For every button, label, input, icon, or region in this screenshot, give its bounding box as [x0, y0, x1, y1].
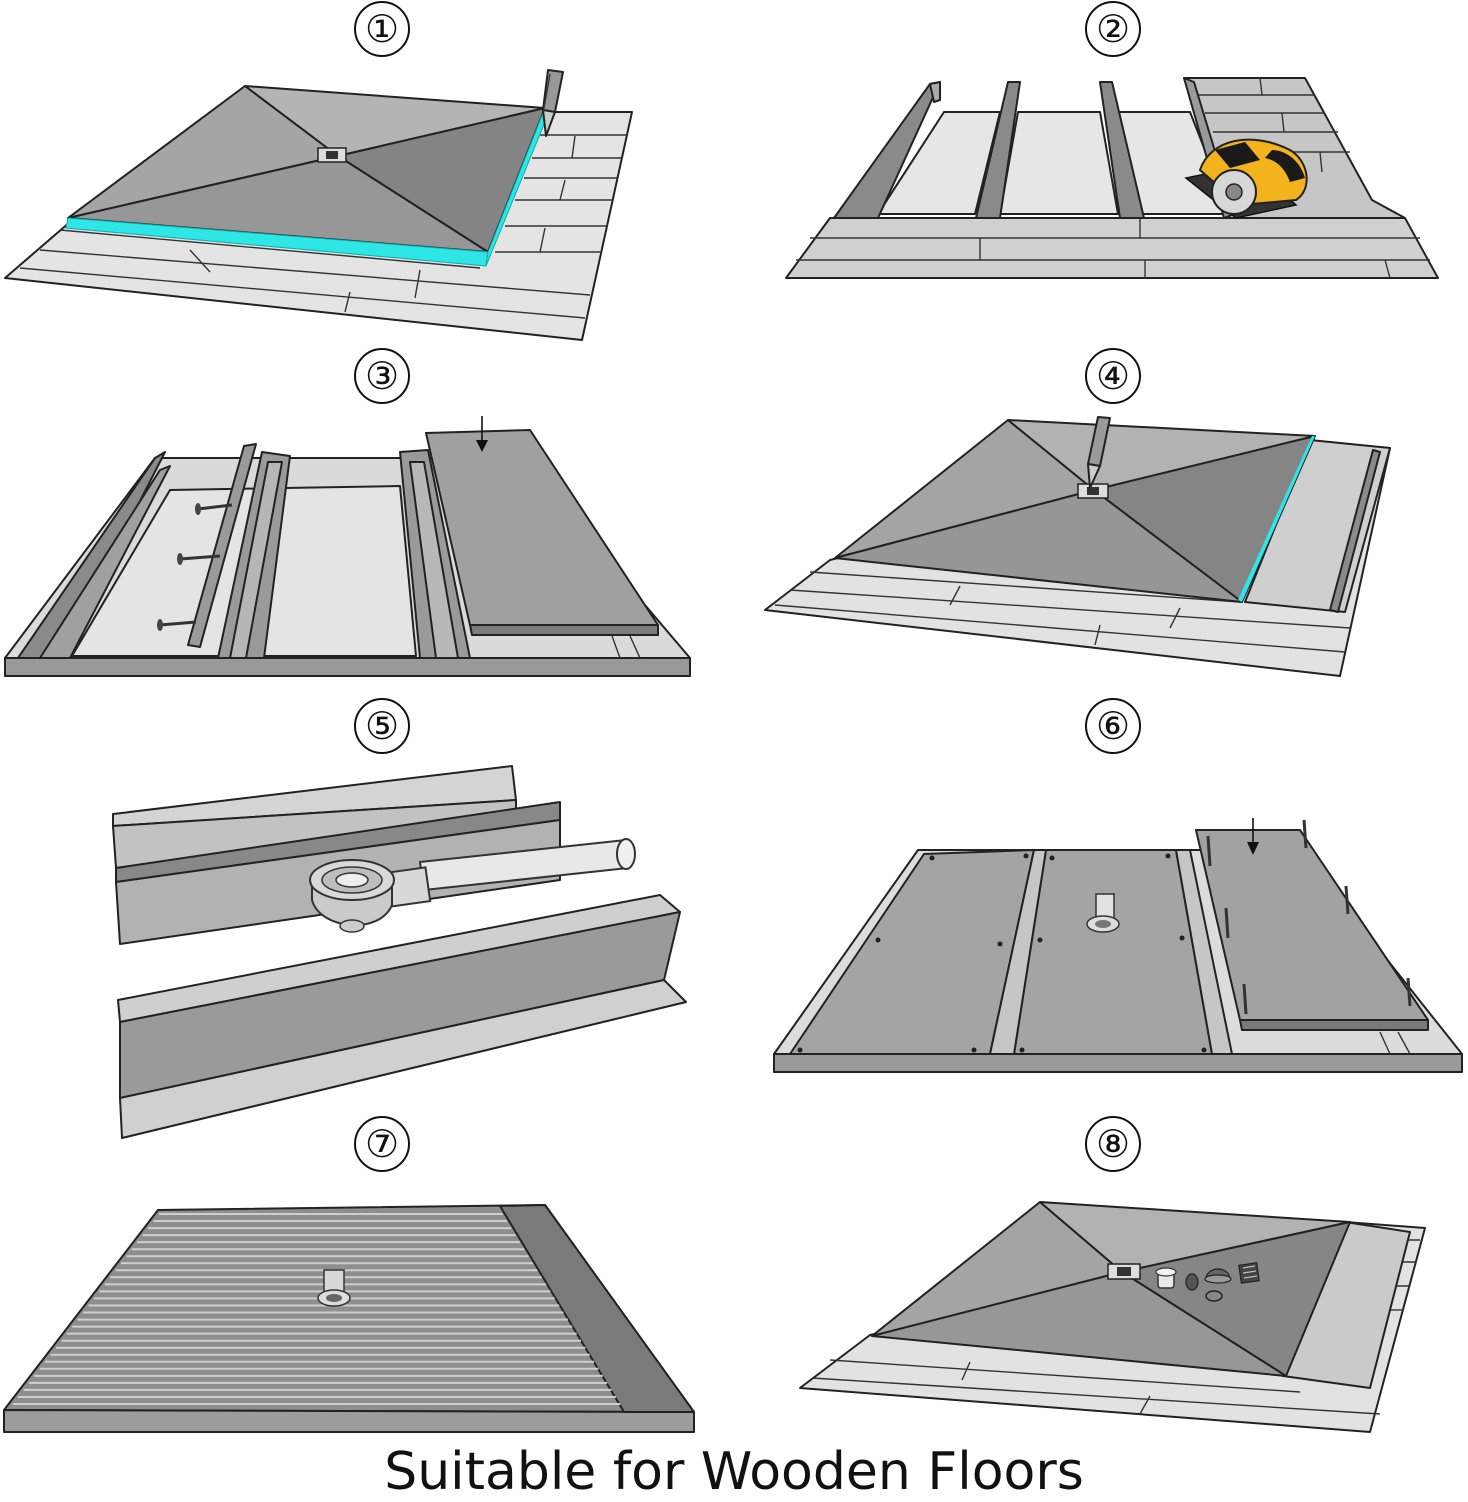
step-5-illustration — [112, 765, 687, 1139]
step-4-sealant — [1238, 436, 1315, 602]
step-7-slats — [12, 1213, 621, 1405]
step-number-4: ④ — [1085, 348, 1141, 404]
step-number-7: ⑦ — [354, 1116, 410, 1172]
step-5-drain-icon — [309, 838, 636, 933]
step-4-pencil-icon — [1087, 416, 1111, 489]
step-6-arrow-down-icon — [1247, 818, 1259, 855]
step-number-2: ② — [1085, 1, 1141, 57]
step-7-drain-icon — [317, 1269, 351, 1307]
illustrations — [3, 69, 1463, 1433]
caption: Suitable for Wooden Floors — [384, 1442, 1084, 1502]
step-number-8: ⑧ — [1085, 1116, 1141, 1172]
step-8-tray-front — [871, 1271, 1287, 1377]
step-4-tray-front — [834, 489, 1243, 603]
step-8-drain-parts — [1155, 1262, 1260, 1302]
step-1-pencil-icon — [542, 69, 564, 137]
step-3-base-edge — [4, 657, 691, 677]
step-2-illustration — [785, 77, 1439, 279]
step-4-illustration — [764, 416, 1391, 677]
step-2-circular-saw-icon — [1184, 138, 1308, 219]
step-number-5: ⑤ — [354, 698, 410, 754]
step-6-screw-icon — [1206, 819, 1412, 1015]
step-8-drain-icon — [1107, 1263, 1141, 1280]
step-number-3: ③ — [354, 348, 410, 404]
step-6-illustration — [773, 818, 1463, 1073]
step-number-1: ① — [354, 1, 410, 57]
step-number-6: ⑥ — [1085, 698, 1141, 754]
step-3-batten — [187, 443, 257, 648]
step-1-illustration — [4, 69, 633, 341]
step-2-joist-3 — [1099, 81, 1145, 219]
step-6-drain-icon — [1086, 893, 1120, 933]
step-3-illustration — [4, 416, 691, 677]
step-7-illustration — [3, 1204, 695, 1433]
step-2-floor — [785, 217, 1439, 279]
step-3-arrow-down-icon — [476, 416, 488, 452]
step-2-joist-2 — [975, 81, 1021, 219]
step-3-screw-icon — [157, 503, 233, 631]
step-8-illustration — [799, 1201, 1426, 1433]
